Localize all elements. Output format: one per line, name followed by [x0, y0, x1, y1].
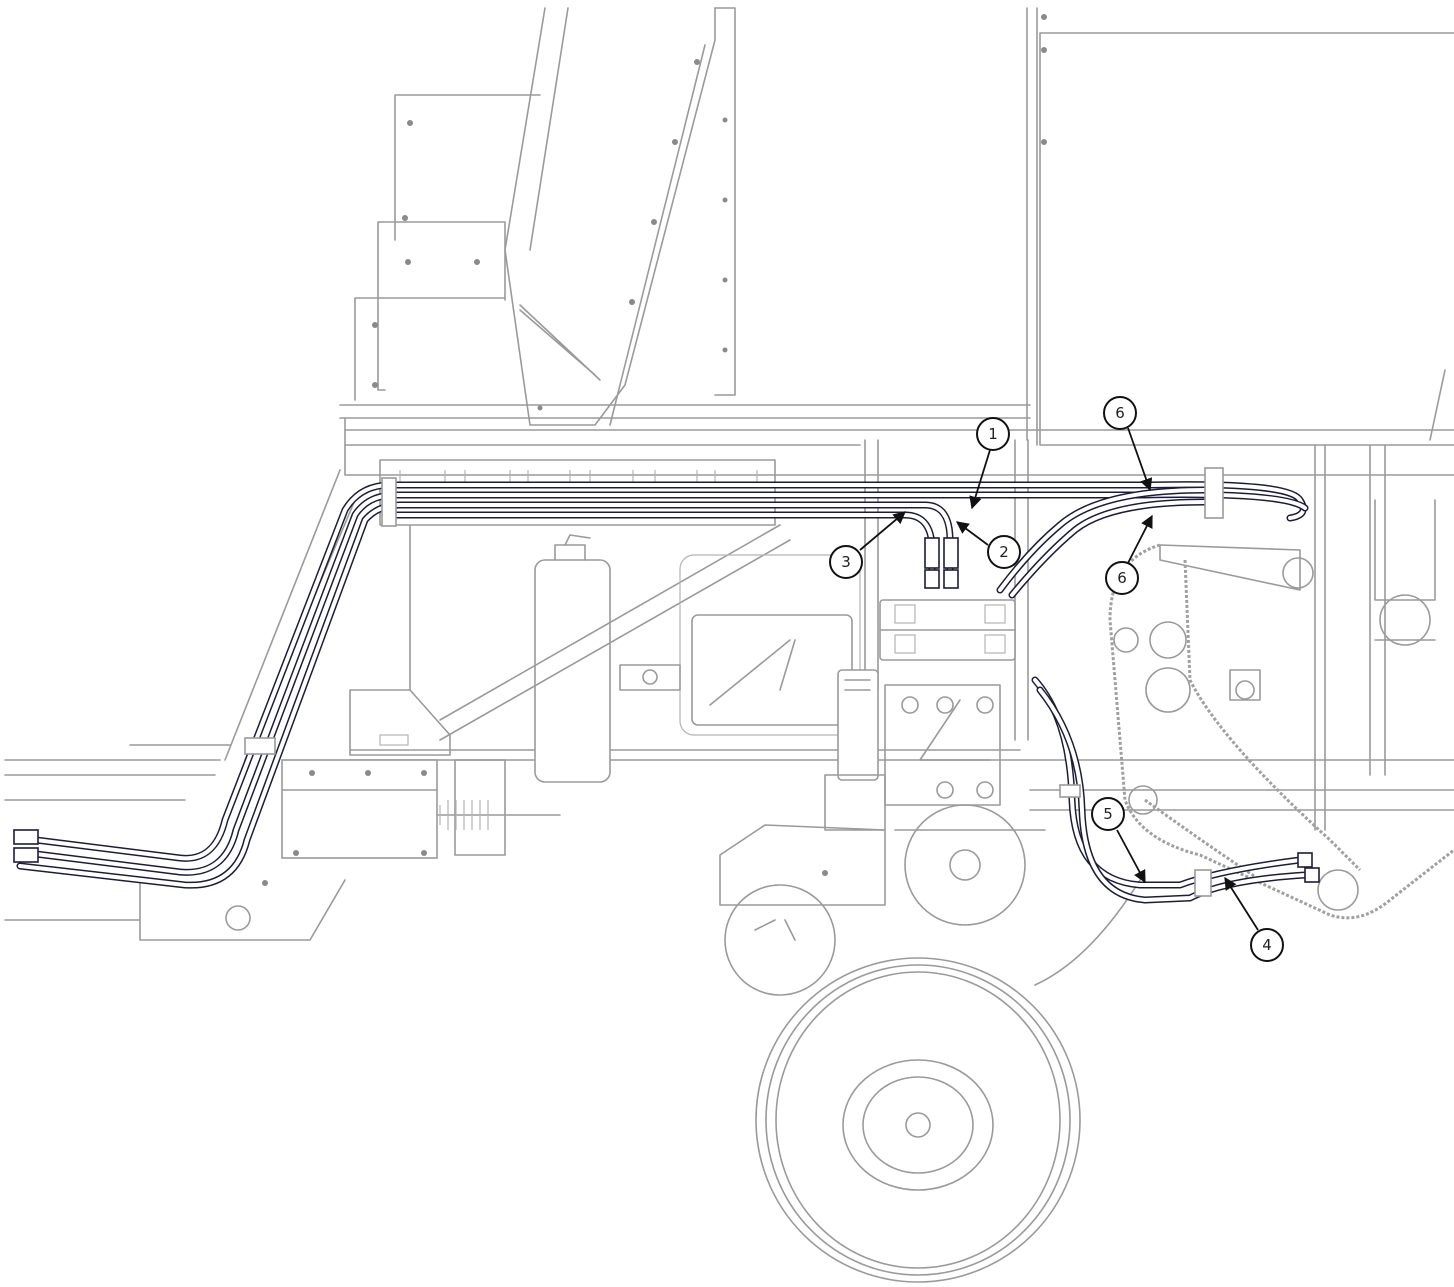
machine-body	[4, 7, 1454, 1283]
callout-4-label: 4	[1262, 936, 1272, 954]
callout-6b: 6	[1105, 514, 1153, 595]
callout-6b-label: 6	[1117, 569, 1127, 587]
callout-1-label: 1	[988, 425, 998, 443]
callout-2: 2	[955, 521, 1021, 569]
callout-3: 3	[829, 511, 906, 579]
hydraulic-hoses	[13, 467, 1320, 904]
callout-2-label: 2	[999, 543, 1009, 561]
callout-6a: 6	[1103, 396, 1153, 492]
callout-3-label: 3	[841, 553, 851, 571]
callout-1: 1	[969, 417, 1010, 510]
callout-5: 5	[1091, 797, 1146, 884]
callout-5-label: 5	[1103, 805, 1113, 823]
callout-4: 4	[1224, 876, 1284, 962]
callout-6a-label: 6	[1115, 404, 1125, 422]
